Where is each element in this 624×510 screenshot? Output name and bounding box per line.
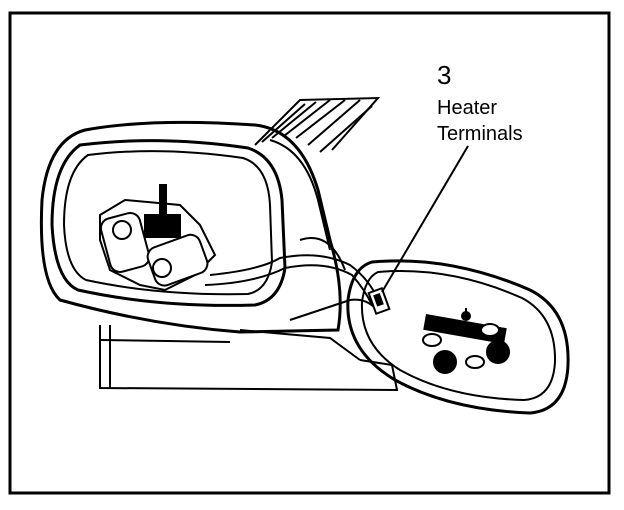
mirror-housing xyxy=(39,120,346,334)
wiring-harness xyxy=(204,254,379,321)
removed-mirror-glass xyxy=(346,259,570,415)
door-window-strip xyxy=(254,96,381,153)
heater-terminals xyxy=(367,286,391,316)
callout-label-line2: Terminals xyxy=(437,123,523,145)
callout-label-line1: Heater xyxy=(437,97,498,119)
glass-back-features xyxy=(422,308,510,374)
actuator-motor-assembly xyxy=(99,184,217,292)
mirror-glass-opening xyxy=(50,139,287,307)
callout-number: 3 xyxy=(437,60,452,90)
callout-leader-line xyxy=(381,145,469,293)
figure-frame xyxy=(8,11,611,495)
